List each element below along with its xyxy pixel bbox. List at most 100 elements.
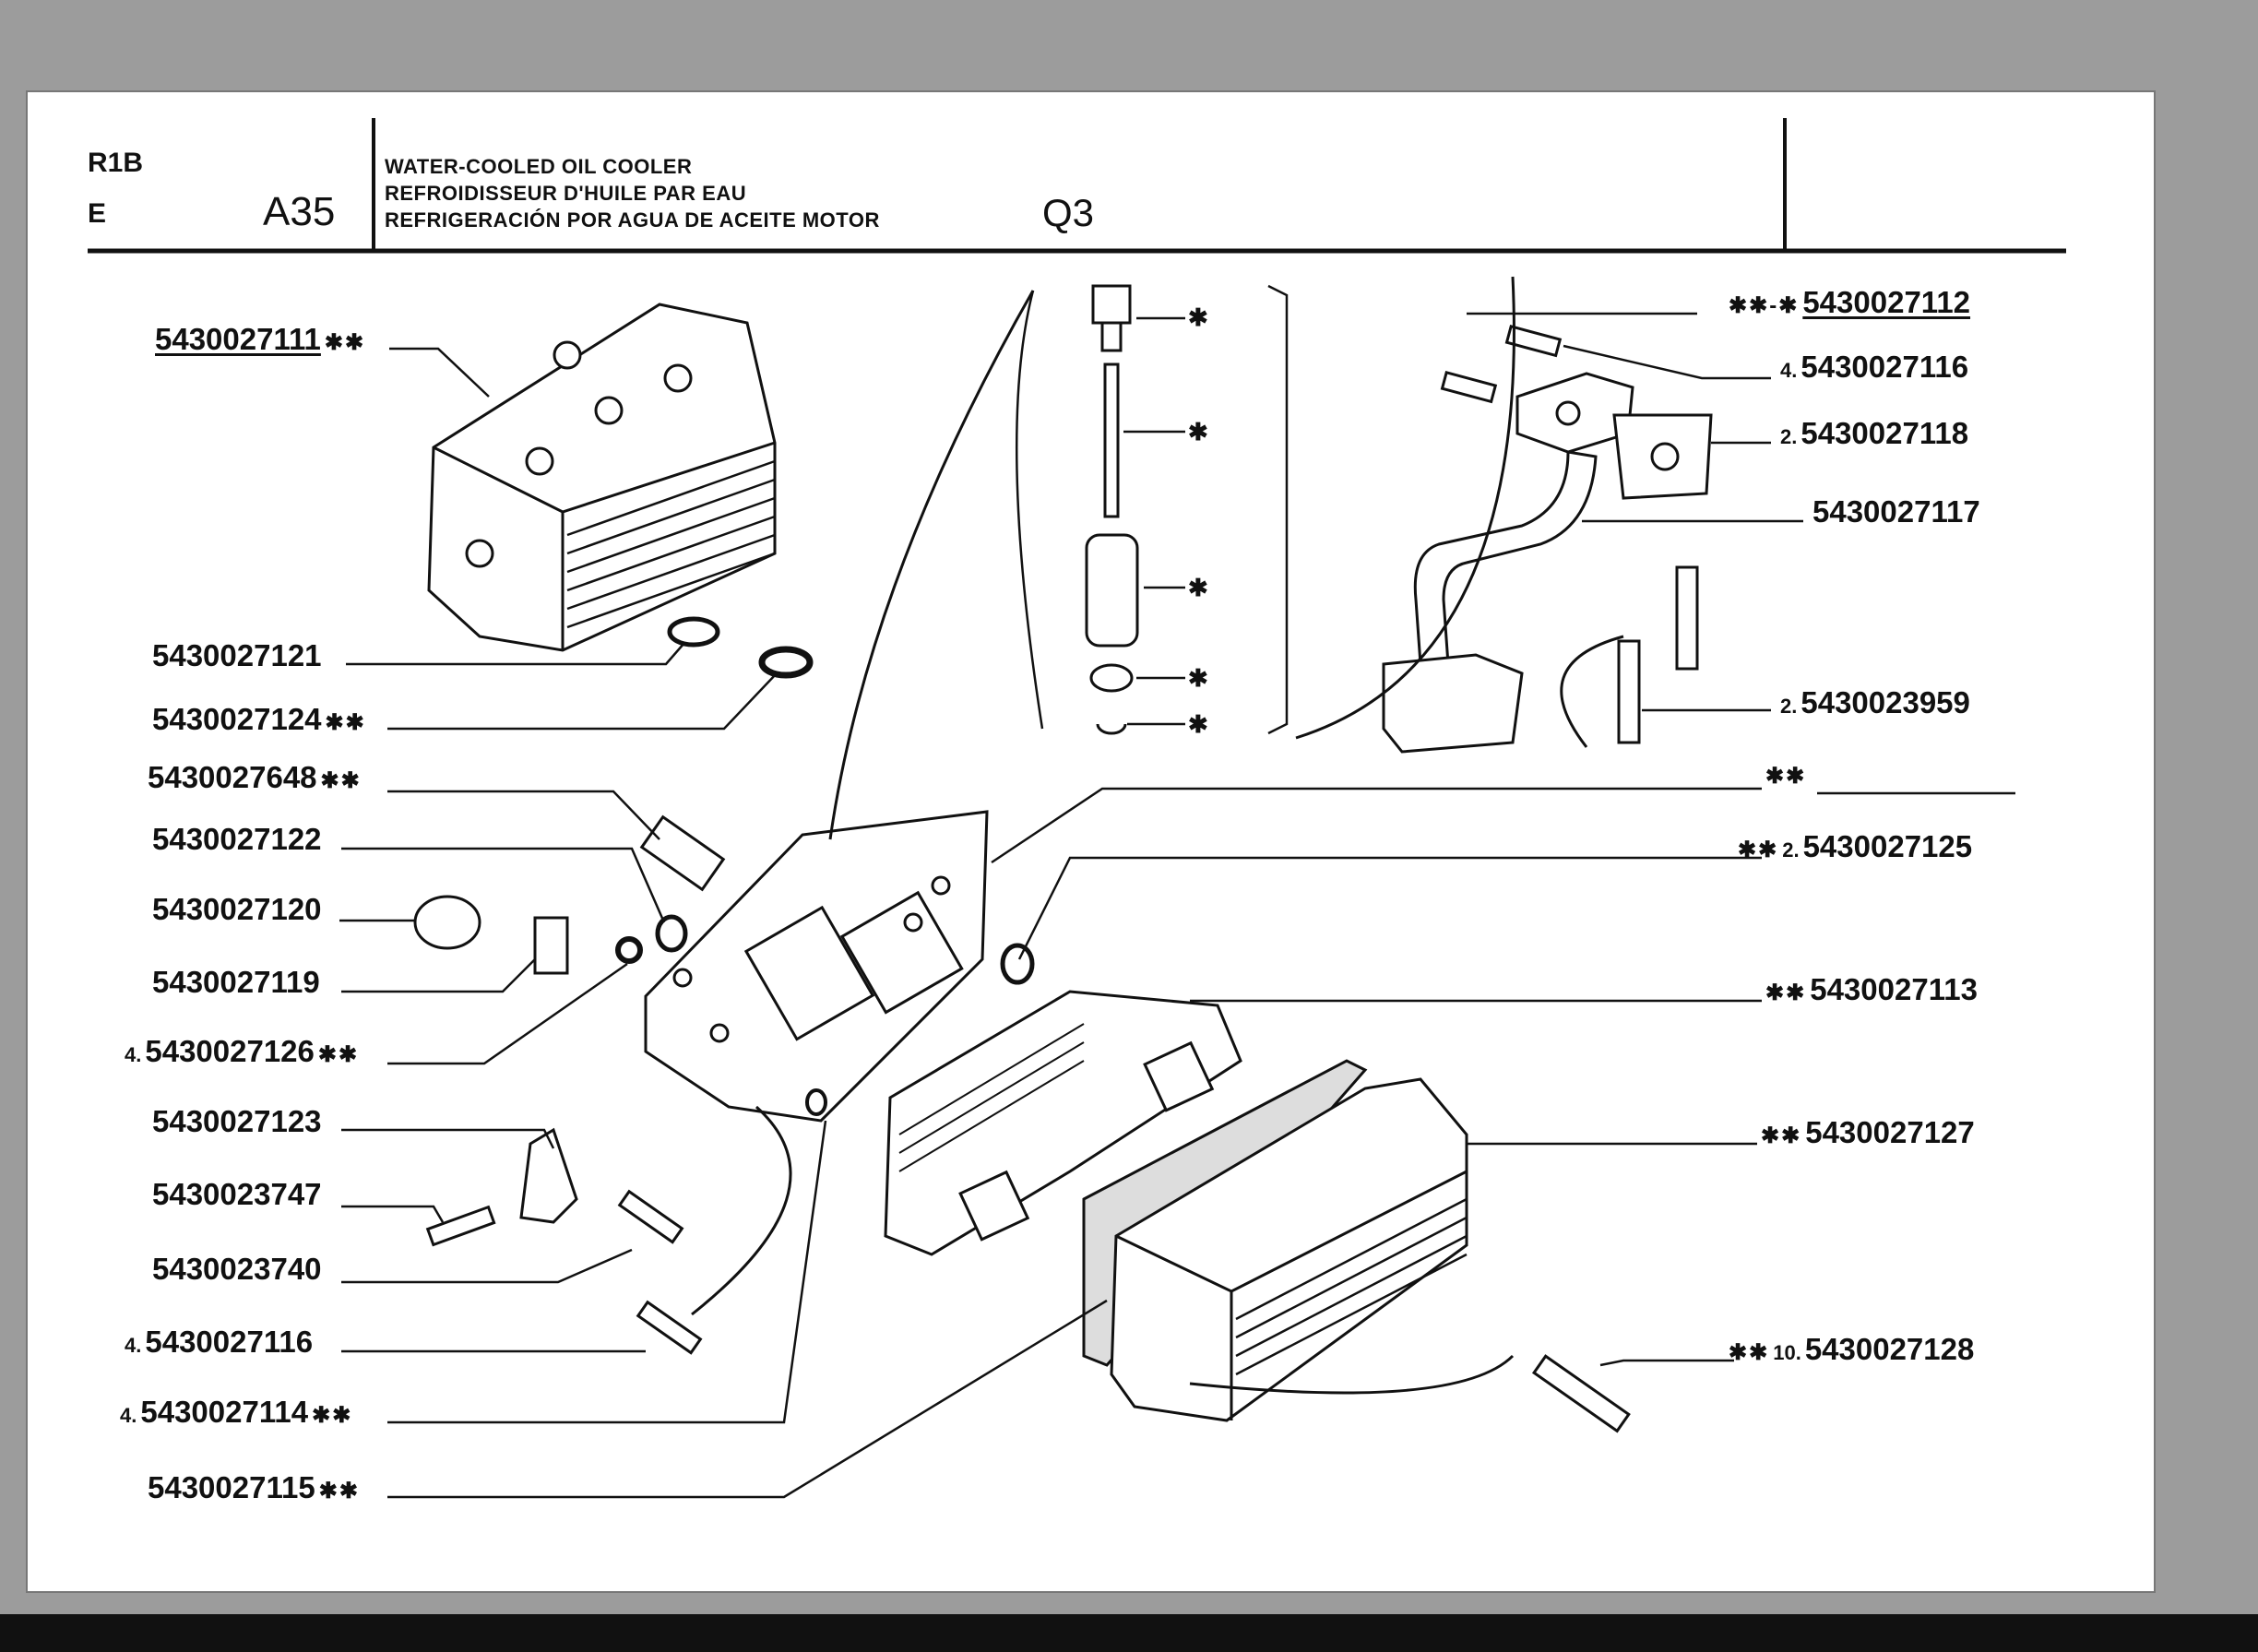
quantity: 2. [1780, 425, 1798, 448]
o-ring-part [667, 616, 720, 648]
quantity: 4. [125, 1334, 142, 1357]
part-number: 5430023959 [1800, 685, 1970, 719]
quantity: 2. [1782, 838, 1800, 862]
bolt-part [1531, 1354, 1631, 1433]
oil-cooler-core-part [884, 990, 1242, 1256]
bolt-part [1504, 324, 1563, 358]
part-number: 5430027111 [155, 322, 321, 356]
kit-mark: ✱✱ [312, 1403, 353, 1428]
part-label-5430027125: ✱✱2.5430027125 [1734, 830, 1972, 867]
part-number: 5430027113 [1810, 972, 1978, 1006]
part-label-5430023747: 5430023747 [152, 1178, 322, 1211]
upper-cover-part [427, 303, 777, 652]
group-code: A35 [263, 189, 336, 234]
bolt-kit-mark: ✱ [1188, 664, 1208, 692]
kit-mark: ✱✱ [320, 768, 362, 793]
section-code: Q3 [1042, 191, 1095, 234]
part-number: 5430027648 [148, 760, 317, 794]
part-number: 5430027123 [152, 1104, 322, 1138]
hose-clamp-part [413, 895, 481, 950]
part-label-5430027115: 5430027115✱✱ [148, 1471, 363, 1508]
part-number: 5430027124 [152, 702, 322, 736]
title-french: REFROIDISSEUR D'HUILE PAR EAU [385, 182, 747, 205]
part-number: 5430027112 [1802, 285, 1971, 319]
scan-border [0, 1614, 2258, 1652]
language-code: E [88, 198, 107, 229]
part-label-5430027114: 4.5430027114✱✱ [120, 1396, 356, 1432]
kit-mark: ✱✱ [1738, 838, 1779, 862]
part-label-5430027113: ✱✱5430027113 [1762, 973, 1978, 1010]
kit-mark: ✱✱ [1729, 1340, 1770, 1365]
kit-mark: ✱✱ [1765, 981, 1807, 1005]
part-number: 5430027119 [152, 965, 320, 999]
part-number: 5430027114 [140, 1395, 309, 1429]
part-label-5430027648: 5430027648✱✱ [148, 761, 365, 798]
part-label-5430027112: ✱✱-✱5430027112 [1725, 286, 1970, 323]
part-label-5430027121: 5430027121 [152, 639, 322, 672]
part-number: 5430027126 [145, 1034, 315, 1068]
part-label-5430027122: 5430027122 [152, 823, 322, 856]
part-label-5430027123: 5430027123 [152, 1105, 322, 1138]
part-number: 5430027128 [1804, 1332, 1975, 1366]
kit-mark: ✱✱ [1761, 1123, 1802, 1148]
part-label-5430027119: 5430027119 [152, 966, 320, 999]
part-number: 5430023740 [152, 1252, 322, 1286]
part-label-5430027116-right: 4.5430027116 [1780, 351, 1968, 387]
part-number: 5430027116 [145, 1325, 314, 1359]
bolt-kit-mark: ✱ [1188, 303, 1208, 331]
kit-mark: ✱✱ [325, 710, 366, 735]
o-ring-right-part [1000, 943, 1035, 985]
center-plate-part [644, 810, 989, 1123]
part-number: 5430027122 [152, 822, 322, 856]
part-label-5430027126: 4.5430027126✱✱ [125, 1035, 362, 1072]
kit-mark: ✱✱ [318, 1479, 360, 1503]
bolt-part [617, 1189, 684, 1244]
bolt-part [636, 1300, 703, 1355]
part-number: 5430027118 [1800, 416, 1969, 450]
seal-ring-part [758, 646, 814, 679]
o-ring-small-part [655, 914, 688, 953]
part-number: 5430027121 [152, 638, 322, 672]
bolt-kit-mark: ✱ [1188, 710, 1208, 738]
quantity: 10. [1773, 1341, 1801, 1364]
quantity: 4. [125, 1043, 142, 1066]
part-number: 5430023747 [152, 1177, 322, 1211]
model-code: R1B [88, 148, 144, 178]
part-label-5430027117: 5430027117 [1812, 495, 1980, 529]
part-label-5430027116-left: 4.5430027116 [125, 1325, 313, 1362]
part-label-5430027118: 2.5430027118 [1780, 417, 1968, 454]
title-english: WATER-COOLED OIL COOLER [385, 155, 693, 178]
part-label-5430027120: 5430027120 [152, 893, 322, 926]
part-number: 5430027125 [1802, 829, 1973, 863]
bracket-part [519, 1127, 578, 1224]
part-label-5430027111: 5430027111✱✱ [155, 323, 369, 360]
part-number: 5430027117 [1812, 494, 1980, 529]
kit-mark-label: ✱✱ [1762, 756, 1810, 793]
o-ring-bottom-part [805, 1088, 827, 1116]
part-label-5430023740: 5430023740 [152, 1253, 322, 1286]
oil-pipe-part [1382, 372, 1713, 754]
part-number: 5430027127 [1805, 1115, 1975, 1149]
part-label-5430027124: 5430027124✱✱ [152, 703, 370, 740]
bolt-part [1675, 565, 1699, 671]
plug-part [533, 916, 569, 975]
kit-mark: ✱✱ [324, 330, 366, 355]
part-number: 5430027120 [152, 892, 322, 926]
lower-cover-part [1082, 1059, 1468, 1422]
quantity: 4. [1780, 359, 1798, 382]
kit-mark: ✱✱ [1765, 764, 1807, 789]
part-number: 5430027116 [1800, 350, 1969, 384]
bolt-part [425, 1205, 496, 1247]
kit-mark: ✱✱-✱ [1729, 293, 1800, 318]
quantity: 2. [1780, 695, 1798, 718]
bolt-kit-part [1085, 284, 1139, 735]
bolt-kit-mark: ✱ [1188, 574, 1208, 601]
part-label-5430027127: ✱✱5430027127 [1757, 1116, 1975, 1153]
quantity: 4. [120, 1404, 137, 1427]
sensor-part [639, 814, 726, 892]
part-number: 5430027115 [148, 1470, 315, 1504]
part-label-5430023959: 2.5430023959 [1780, 686, 1970, 723]
title-spanish: REFRIGERACIÓN POR AGUA DE ACEITE MOTOR [385, 208, 880, 232]
part-label-5430027128: ✱✱10.5430027128 [1725, 1333, 1974, 1370]
